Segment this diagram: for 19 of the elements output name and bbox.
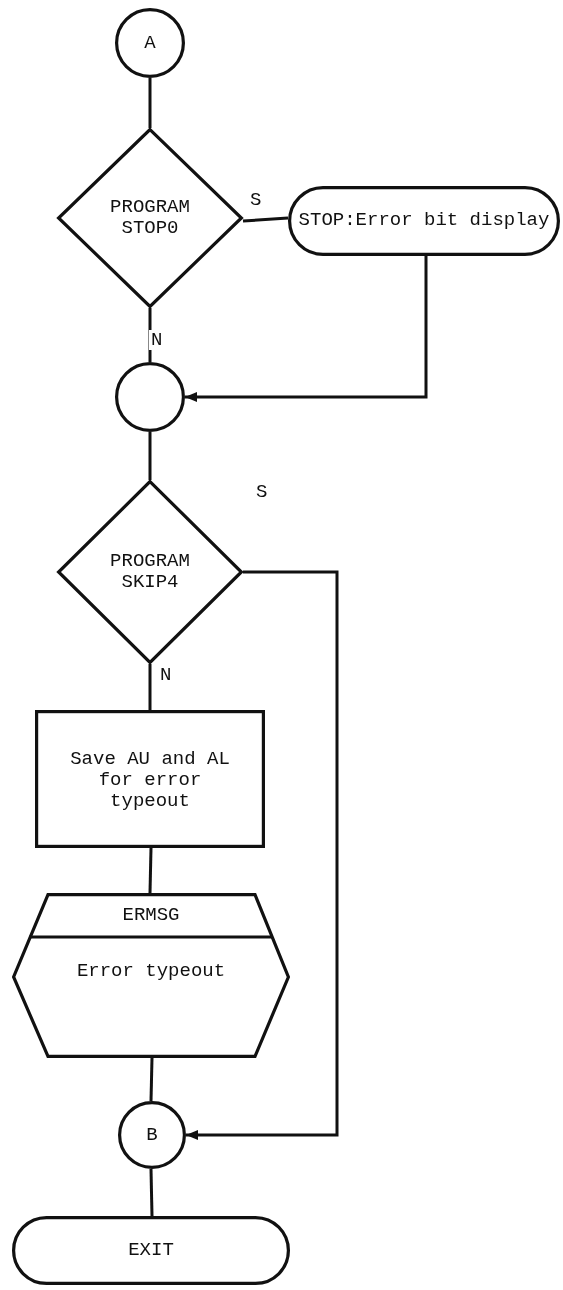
node-label: Save AU and AL for error typeout bbox=[69, 748, 231, 812]
connector-line bbox=[148, 432, 152, 480]
connector-line bbox=[148, 664, 152, 710]
node-label: PROGRAM SKIP4 bbox=[109, 551, 191, 593]
node-label: EXIT bbox=[128, 1240, 174, 1261]
node-label: PROGRAM STOP0 bbox=[109, 197, 191, 239]
connector-line bbox=[149, 1168, 154, 1217]
node-label: B bbox=[146, 1124, 158, 1146]
node-label: Error typeout bbox=[76, 960, 226, 982]
connector-line bbox=[148, 308, 152, 362]
connector-line bbox=[149, 1057, 154, 1102]
node-label: ERMSG bbox=[122, 904, 180, 926]
connector-line bbox=[185, 256, 428, 402]
connector-line bbox=[242, 216, 289, 223]
node-label: A bbox=[144, 32, 156, 54]
node-label: STOP:Error bit display bbox=[298, 209, 550, 231]
connector-line bbox=[148, 78, 152, 128]
connector-line bbox=[186, 570, 339, 1140]
connector-line bbox=[148, 847, 153, 894]
